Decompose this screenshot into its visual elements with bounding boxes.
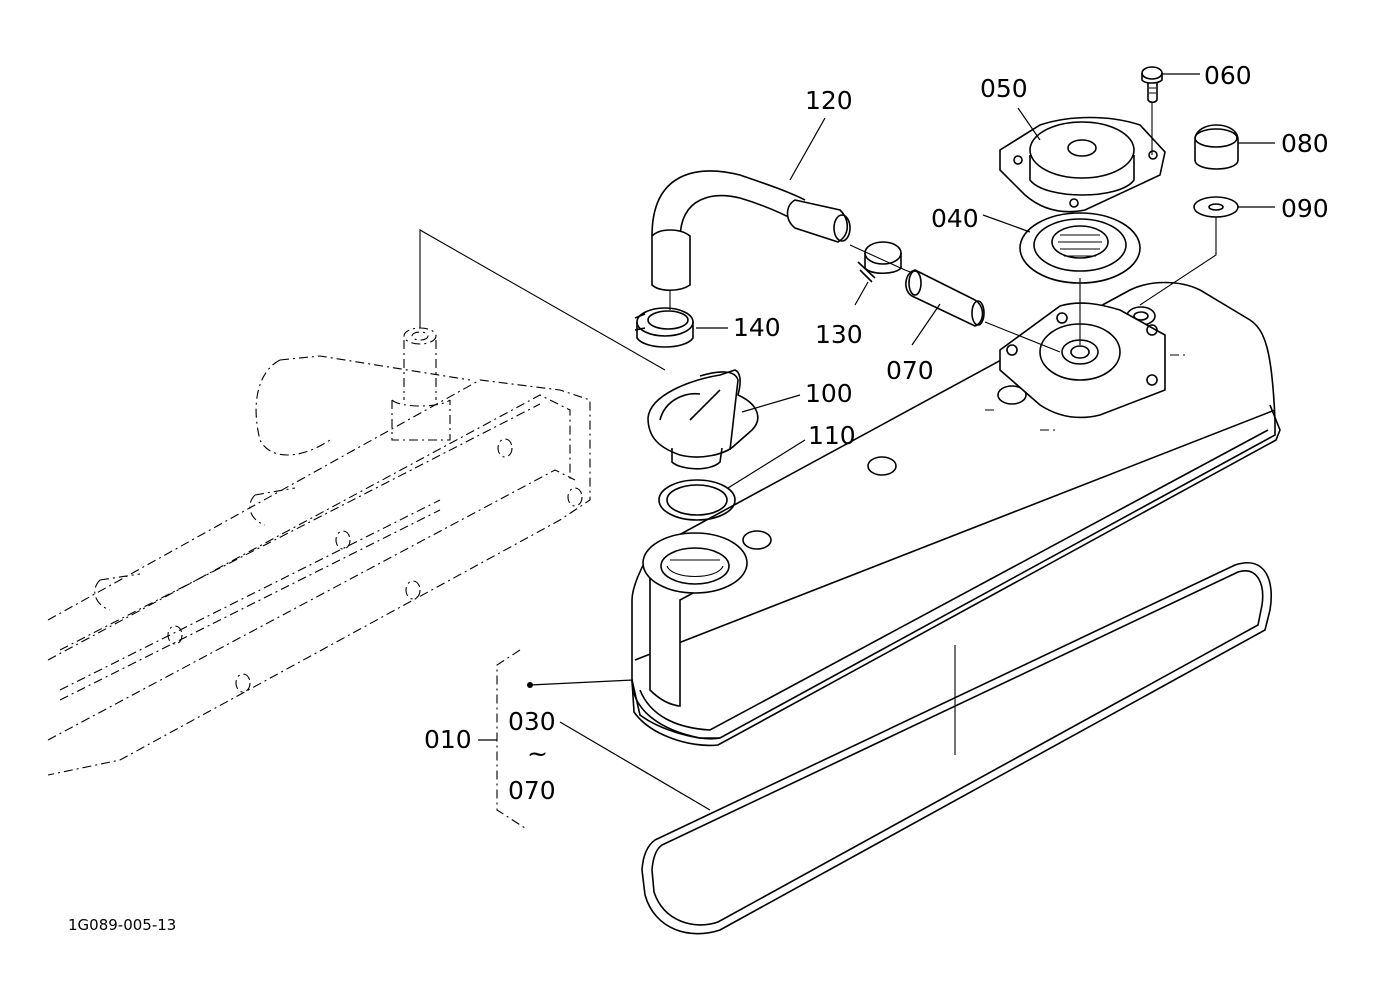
- cap-nut-080: [1194, 124, 1239, 170]
- label-100: 100: [805, 379, 853, 408]
- label-range-tilde: ~: [527, 739, 548, 768]
- cover-gasket: [641, 562, 1272, 935]
- label-050: 050: [980, 74, 1028, 103]
- label-070: 070: [886, 356, 934, 385]
- breather-valve-040: [1019, 212, 1141, 345]
- label-110: 110: [808, 421, 856, 450]
- label-010: 010: [424, 725, 472, 754]
- assembly-bracket: [496, 649, 634, 829]
- part-labels: 120 140 130 070 100 110 050 040 060 080 …: [68, 61, 1329, 934]
- label-040: 040: [931, 204, 979, 233]
- rocker-arm-cover: [631, 281, 1281, 747]
- label-090: 090: [1281, 194, 1329, 223]
- cylinder-head-outline: [47, 327, 591, 776]
- pipe-070: [905, 269, 1061, 353]
- leader-lines: [478, 73, 1275, 811]
- drawing-code: 1G089-005-13: [68, 916, 176, 934]
- label-130: 130: [815, 320, 863, 349]
- label-140: 140: [733, 313, 781, 342]
- oil-filler-cap: [647, 369, 759, 470]
- label-060: 060: [1204, 61, 1252, 90]
- breather-cover-050: [999, 116, 1166, 213]
- screw-060: [1141, 66, 1163, 155]
- reference-lines: [419, 229, 666, 371]
- o-ring-110: [658, 479, 736, 521]
- label-120: 120: [805, 86, 853, 115]
- breather-hose: [651, 170, 851, 292]
- washer-090: [1139, 196, 1239, 306]
- hose-clamp-140: [634, 290, 694, 348]
- label-080: 080: [1281, 129, 1329, 158]
- label-070-range: 070: [508, 776, 556, 805]
- label-030: 030: [508, 707, 556, 736]
